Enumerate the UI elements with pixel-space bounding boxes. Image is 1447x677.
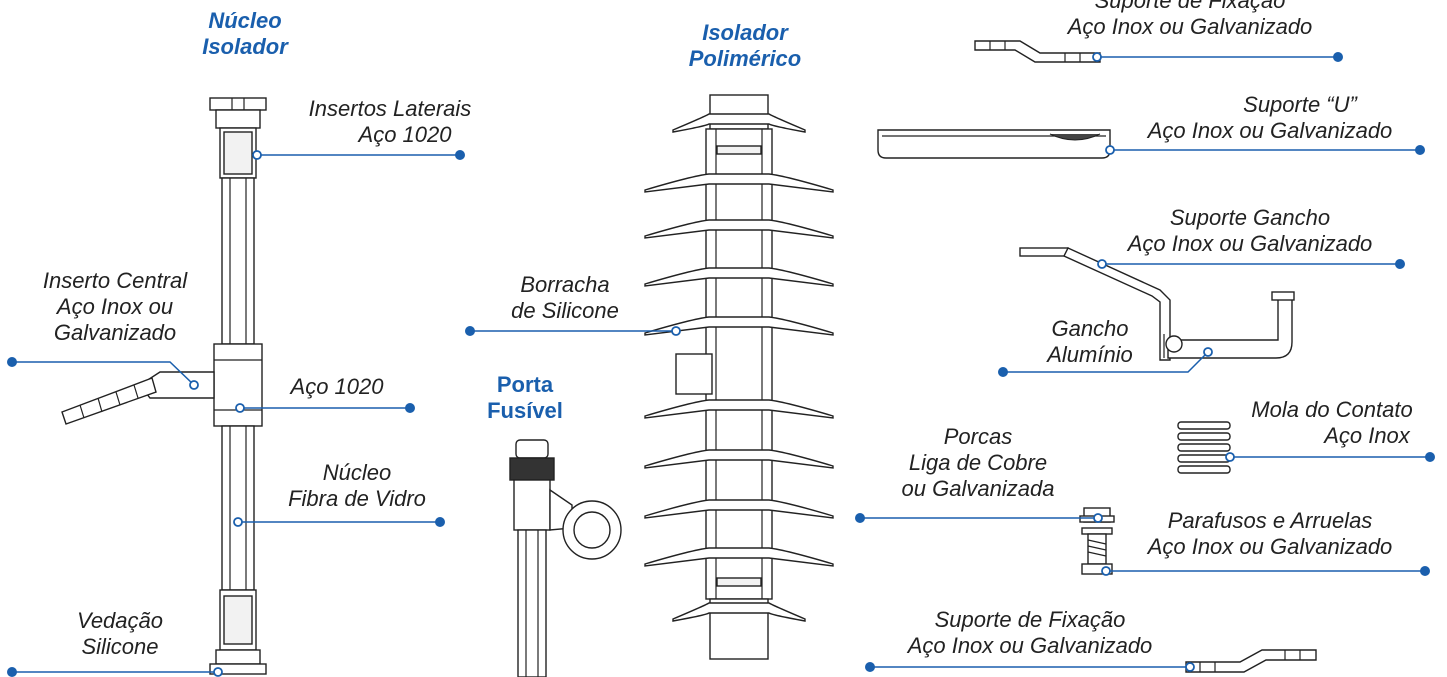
- label-line: Aço 1020: [358, 122, 452, 147]
- mola-drawing: [1177, 421, 1231, 474]
- leader-insertos-laterais: [252, 150, 465, 160]
- insulator-shed: [644, 399, 834, 419]
- nucleo-isolador-drawing: [61, 97, 267, 675]
- label-gancho-aluminio: Gancho Alumínio: [1035, 316, 1145, 368]
- insulator-shed: [644, 449, 834, 469]
- leader-suporte-u: [1105, 145, 1425, 155]
- leader-suporte-gancho: [1097, 259, 1405, 269]
- leader-aco-1020: [235, 403, 415, 413]
- leader-suporte-fixacao-top: [1092, 52, 1343, 62]
- insulator-shed: [672, 113, 806, 133]
- title-line: Polimérico: [688, 46, 802, 71]
- label-line: Mola do Contato: [1251, 397, 1413, 422]
- label-line: Parafusos e Arruelas: [1167, 508, 1373, 533]
- label-nucleo-fibra: Núcleo Fibra de Vidro: [262, 460, 452, 512]
- suporte-fixacao-top-drawing: [974, 40, 1101, 63]
- label-line: Aço Inox: [1324, 423, 1410, 448]
- suporte-u-drawing: [877, 129, 1111, 159]
- label-line: Gancho: [1051, 316, 1129, 341]
- label-line: de Silicone: [511, 298, 619, 323]
- insulator-shed: [644, 173, 834, 193]
- leader-borracha: [465, 326, 681, 336]
- label-line: Alumínio: [1047, 342, 1133, 367]
- label-line: Liga de Cobre: [908, 450, 1048, 475]
- insulator-shed: [672, 602, 806, 622]
- leader-parafusos: [1101, 566, 1430, 576]
- leader-vedacao: [7, 667, 223, 677]
- label-suporte-gancho: Suporte Gancho Aço Inox ou Galvanizado: [1095, 205, 1405, 257]
- label-line: Suporte Gancho: [1169, 205, 1331, 230]
- label-suporte-u: Suporte “U” Aço Inox ou Galvanizado: [1110, 92, 1430, 144]
- label-insertos-laterais: Insertos Laterais Aço 1020: [275, 96, 505, 148]
- label-aco-1020: Aço 1020: [272, 374, 402, 400]
- label-line: Fibra de Vidro: [288, 486, 426, 511]
- title-line: Porta: [496, 372, 554, 397]
- porta-fusivel-drawing: [509, 439, 622, 677]
- insulator-shed: [644, 219, 834, 239]
- label-line: ou Galvanizada: [901, 476, 1055, 501]
- label-line: Aço Inox ou Galvanizado: [1147, 118, 1393, 143]
- label-line: Aço Inox ou Galvanizado: [1067, 14, 1313, 39]
- label-line: Insertos Laterais: [308, 96, 472, 121]
- leader-suporte-fixacao-bottom: [865, 662, 1195, 672]
- label-line: Aço Inox ou: [56, 294, 174, 319]
- label-line: Borracha: [520, 272, 610, 297]
- isolador-polimerico-drawing: [644, 94, 834, 660]
- label-borracha: Borracha de Silicone: [490, 272, 640, 324]
- label-vedacao: Vedação Silicone: [50, 608, 190, 660]
- suporte-gancho-drawing: [1019, 247, 1295, 361]
- label-line: Inserto Central: [42, 268, 188, 293]
- title-line: Núcleo: [208, 8, 282, 33]
- label-line: Aço Inox ou Galvanizado: [1127, 231, 1373, 256]
- title-line: Isolador: [202, 34, 288, 59]
- title-nucleo-isolador: Núcleo Isolador: [185, 8, 305, 60]
- insulator-cap-mark: [716, 577, 762, 587]
- insulator-cap-mark: [716, 145, 762, 155]
- label-line: Núcleo: [322, 460, 392, 485]
- title-porta-fusivel: Porta Fusível: [470, 372, 580, 424]
- leader-inserto-central: [7, 357, 199, 390]
- label-line: Aço Inox ou Galvanizado: [1147, 534, 1393, 559]
- label-inserto-central: Inserto Central Aço Inox ou Galvanizado: [15, 268, 215, 346]
- label-line: Aço Inox ou Galvanizado: [907, 633, 1153, 658]
- insulator-shed: [644, 267, 834, 287]
- label-mola: Mola do Contato Aço Inox: [1232, 397, 1432, 449]
- label-line: Suporte “U”: [1243, 92, 1357, 117]
- label-suporte-fixacao-bottom: Suporte de Fixação Aço Inox ou Galvaniza…: [880, 607, 1180, 659]
- insulator-shed: [644, 316, 834, 336]
- label-line: Vedação: [76, 608, 164, 633]
- label-line: Silicone: [81, 634, 159, 659]
- leader-nucleo-fibra: [233, 517, 445, 527]
- title-line: Isolador: [702, 20, 788, 45]
- parafusos-drawing: [1081, 527, 1113, 575]
- title-isolador-polimerico: Isolador Polimérico: [670, 20, 820, 72]
- leader-porcas: [855, 513, 1103, 523]
- label-line: Aço 1020: [290, 374, 384, 399]
- leader-mola: [1225, 452, 1435, 462]
- label-line: Porcas: [943, 424, 1013, 449]
- label-line: Suporte de Fixação: [934, 607, 1126, 632]
- insulator-shed: [644, 499, 834, 519]
- label-parafusos: Parafusos e Arruelas Aço Inox ou Galvani…: [1115, 508, 1425, 560]
- title-line: Fusível: [487, 398, 563, 423]
- suporte-fixacao-bottom-drawing: [1185, 649, 1317, 673]
- label-porcas: Porcas Liga de Cobre ou Galvanizada: [888, 424, 1068, 502]
- label-suporte-fixacao-top: Suporte de Fixação Aço Inox ou Galvaniza…: [1030, 0, 1350, 40]
- insulator-shed: [644, 547, 834, 567]
- leader-gancho-aluminio: [998, 347, 1213, 377]
- label-line: Suporte de Fixação: [1094, 0, 1286, 13]
- label-line: Galvanizado: [53, 320, 177, 345]
